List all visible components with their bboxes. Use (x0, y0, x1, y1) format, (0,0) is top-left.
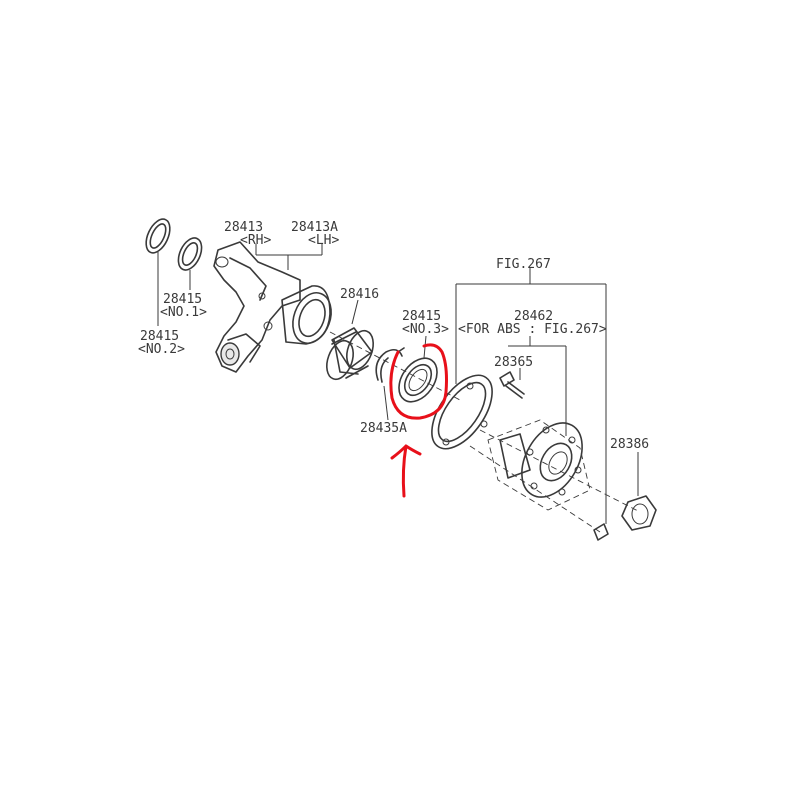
seal-ring-no1-part (177, 237, 203, 271)
label-ring-no1: 28415 (163, 292, 202, 307)
label-snap-ring: 28435A (360, 421, 407, 436)
label-bolt: 28365 (494, 355, 533, 370)
label-knuckle-lh-note: <LH> (308, 233, 339, 248)
label-ring-no3: 28415 (402, 309, 441, 324)
label-hub: 28462 (514, 309, 553, 324)
wheel-hub-part (487, 419, 591, 511)
part-labels: 28413 <RH> 28413A <LH> 28415 <NO.1> 2841… (138, 220, 649, 452)
label-knuckle-lh: 28413A (291, 220, 338, 235)
hub-nut-part (621, 495, 657, 531)
label-bearing: 28416 (340, 287, 379, 302)
bearing-part (326, 327, 374, 381)
seal-ring-no3-part (398, 357, 438, 403)
abs-sensor-ring-part (431, 374, 493, 450)
assembly-guide-lines (329, 331, 641, 533)
label-knuckle-rh: 28413 (224, 220, 263, 235)
seal-ring-no2-part (145, 218, 171, 254)
label-ring-no1-note: <NO.1> (160, 305, 207, 320)
label-ring-no2-note: <NO.2> (138, 342, 185, 357)
label-knuckle-rh-note: <RH> (240, 233, 271, 248)
leader-lines (157, 244, 639, 524)
hub-bolt-part (499, 371, 609, 541)
label-hub-note: <FOR ABS : FIG.267> (458, 322, 607, 337)
label-ring-no3-note: <NO.3> (402, 322, 449, 337)
label-fig-ref: FIG.267 (496, 257, 551, 272)
label-nut: 28386 (610, 437, 649, 452)
red-circle-arrow-icon (389, 343, 448, 498)
knuckle-part (213, 241, 332, 373)
label-ring-no2: 28415 (140, 329, 179, 344)
